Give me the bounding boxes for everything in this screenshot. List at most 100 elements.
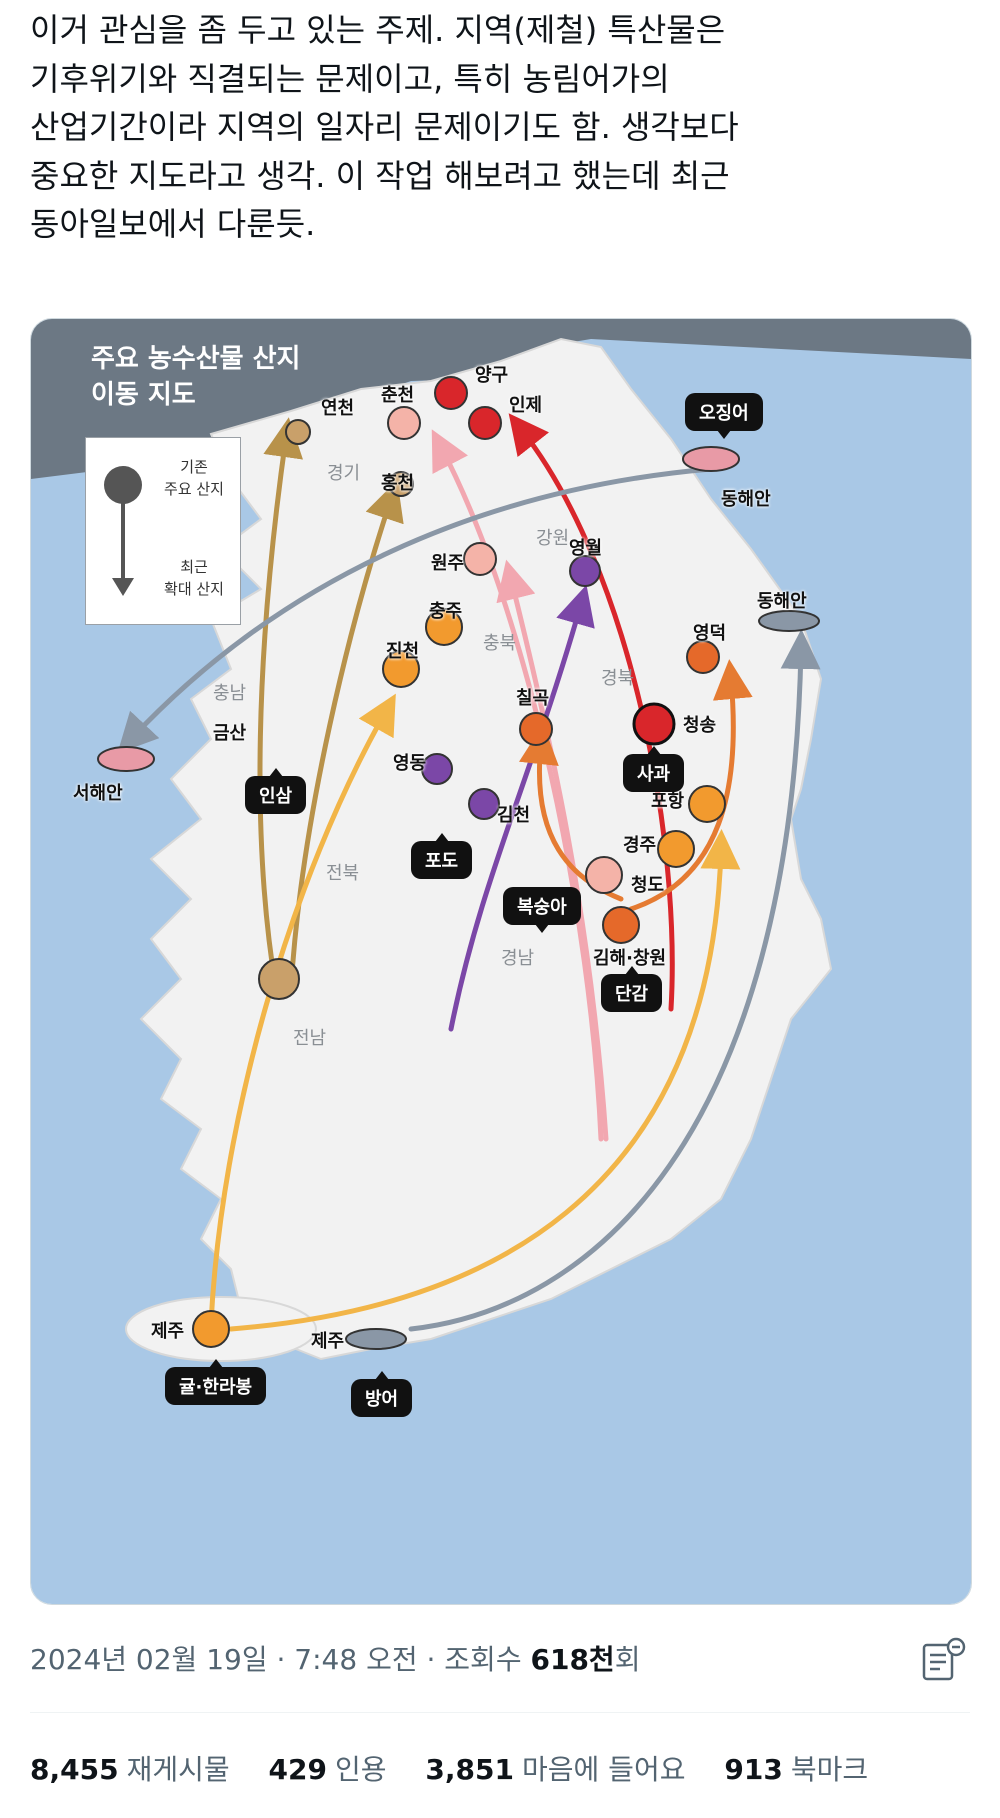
tangerine-icon [382,650,420,688]
produce-markers [97,376,820,1350]
tangerine-route-1 [208,693,396,1327]
region-label: 충북 [483,633,517,654]
tag-ginseng: 인삼 [245,768,307,814]
ginseng-route-2 [288,480,404,992]
place-label: 원주 [431,553,465,574]
map-title-line-2: 이동 지도 [91,380,196,410]
persimmon-icon [519,712,553,746]
peach-icon [463,542,497,576]
place-label: 영덕 [693,623,727,644]
place-label: 양구 [475,365,509,386]
tag-apple: 사과 [623,746,685,792]
tangerine-icon [425,608,463,646]
tag-persimmon: 단감 [601,966,663,1012]
tag-peach: 복숭아 [503,887,581,933]
post-metadata: 2024년 02월 19일 · 7:48 오전 · 조회수 618천회 [30,1638,640,1678]
view-count: 618천 [530,1643,615,1676]
place-label: 제주 [311,1331,345,1352]
persimmon-route-2 [628,659,753,912]
place-label: 충주 [429,601,463,622]
fish-icon [345,1328,407,1350]
place-label: 영동 [393,753,427,774]
region-label: 경기 [327,463,361,484]
apple-icon [468,406,502,440]
grape-route [448,584,595,1032]
post-line-4: 중요한 지도라고 생각. 이 작업 해보려고 했는데 최근 [30,156,730,195]
place-label: 인제 [509,395,543,416]
route-arrows [117,413,821,1332]
apple-icon [434,376,468,410]
place-label: 춘천 [381,385,415,406]
place-label: 청도 [631,875,665,896]
region-label: 강원 [536,528,570,549]
post-line-1: 이거 관심을 좀 두고 있는 주제. 지역(제철) 특산물은 [30,11,726,49]
tag-grape: 포도 [411,833,473,879]
place-label: 진천 [386,641,420,662]
region-label: 전북 [326,863,360,884]
yellowtail-route [408,629,821,1332]
ginseng-route-1 [257,417,304,992]
peach-route-2 [496,559,609,1142]
peach-route-1 [431,429,604,1142]
place-label: 영월 [569,538,603,559]
region-label: 경남 [501,948,535,969]
region-label: 경북 [601,668,635,689]
peach-icon [387,406,421,440]
north-area [31,319,971,479]
map-title: 주요 농수산물 산지 이동 지도 [91,341,300,413]
view-suffix: 회 [614,1643,641,1676]
legend-arrow-tip [112,578,134,596]
squid-icon [682,446,740,472]
place-label: 동해안 [757,591,807,612]
place-label: 김천 [497,805,531,826]
fish-icon [758,610,820,632]
squid-icon [97,746,155,772]
post-date: 2024년 02월 19일 · 7:48 오전 · 조회수 [30,1643,531,1676]
tag-squid: 오징어 [685,393,763,439]
place-label: 서해안 [73,783,123,804]
ginseng-icon [285,419,311,445]
post-text: 이거 관심을 좀 두고 있는 주제. 지역(제철) 특산물은 기후위기와 직결되… [30,6,970,249]
peach-icon [585,856,623,894]
ginseng-icon [258,958,300,1000]
place-label: 김해·창원 [593,948,667,969]
tag-tangerine: 귤·한라봉 [165,1359,267,1405]
post-line-5: 동아일보에서 다룬듯. [30,205,316,243]
tag-yellowtail: 방어 [351,1371,413,1417]
place-label: 연천 [321,398,355,419]
persimmon-icon [602,906,640,944]
grape-icon [468,788,500,820]
place-label: 동해안 [721,489,771,510]
place-label: 포항 [651,791,685,812]
place-label: 청송 [683,715,717,736]
legend-arrow-stem [121,502,125,582]
region-label: 전남 [293,1028,327,1049]
grape-icon [569,555,601,587]
region-label: 충남 [213,683,247,704]
persimmon-icon [686,640,720,674]
apple-icon [632,702,676,746]
place-label: 제주 [151,1321,185,1342]
place-label: 칠곡 [516,688,550,709]
place-label: 금산 [213,723,247,744]
squid-route [117,466,714,754]
place-label: 경주 [623,835,657,856]
post-line-3: 산업기간이라 지역의 일자리 문제이기도 함. 생각보다 [30,108,739,146]
tangerine-route-2 [228,829,741,1332]
tangerine-icon [688,785,726,823]
legend-origin-dot [104,466,142,504]
analytics-icon[interactable] [918,1635,970,1687]
divider [30,1712,970,1713]
tangerine-icon [192,1310,230,1348]
post-line-2: 기후위기와 직결되는 문제이고, 특히 농림어가의 [30,59,670,98]
place-label: 홍천 [381,473,415,494]
